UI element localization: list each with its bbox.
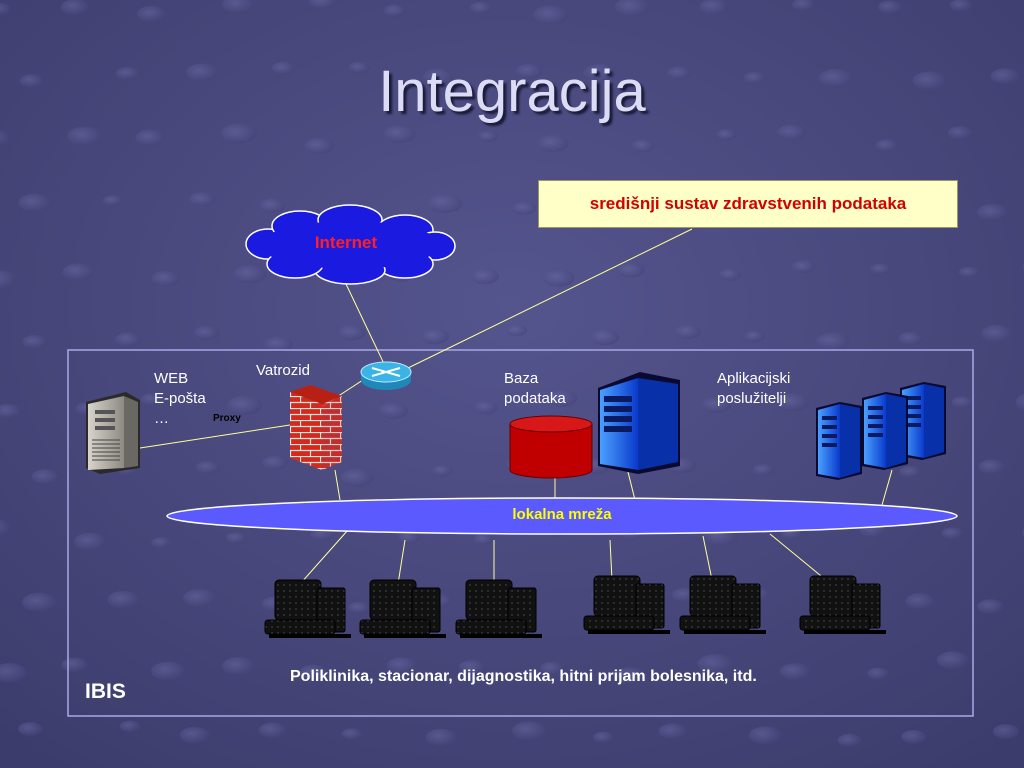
router-icon: [360, 361, 412, 390]
workstations: [264, 575, 886, 638]
app-server-icon: [862, 392, 908, 470]
bottom-caption: Poliklinika, stacionar, dijagnostika, hi…: [290, 668, 757, 685]
app-servers-label-block: Aplikacijski poslužitelji: [717, 369, 790, 409]
database-icon: [509, 415, 593, 479]
firewall-icon: [290, 385, 342, 470]
slide-title: Integracija: [378, 59, 646, 124]
lan-label-text: lokalna mreža: [512, 506, 612, 523]
workstation-icon: [799, 575, 886, 634]
database-label-block: Baza podataka: [504, 369, 566, 409]
web-line: WEB: [154, 370, 189, 387]
workstation-icon: [583, 575, 670, 634]
app-servers: [816, 382, 946, 480]
app-server-icon: [816, 402, 862, 480]
email-line: E-pošta: [154, 390, 206, 407]
database-line-1: Baza: [504, 370, 539, 387]
proxy-server-icon: [86, 392, 140, 474]
lan-label: lokalna mreža: [167, 506, 957, 523]
app-servers-line-2: poslužitelji: [717, 390, 787, 407]
cloud-icon: [245, 204, 456, 285]
workstation-icon: [264, 579, 351, 638]
ibis-frame: [67, 349, 974, 717]
workstation-icon: [455, 579, 542, 638]
ellipsis-line: …: [154, 410, 169, 427]
workstation-icon: [679, 575, 766, 634]
lan-ellipse: [166, 497, 958, 535]
workstation-icon: [359, 579, 446, 638]
database-line-2: podataka: [504, 390, 566, 407]
database-server-icon: [598, 372, 680, 474]
ibis-label: IBIS: [85, 680, 126, 703]
app-servers-line-1: Aplikacijski: [717, 370, 791, 387]
web-label-block: WEB E-pošta …: [154, 369, 206, 429]
proxy-label: Proxy: [213, 413, 241, 424]
internet-label: Internet: [314, 233, 378, 252]
firewall-label: Vatrozid: [256, 362, 310, 379]
central-system-callout: središnji sustav zdravstvenih podataka: [538, 180, 958, 228]
